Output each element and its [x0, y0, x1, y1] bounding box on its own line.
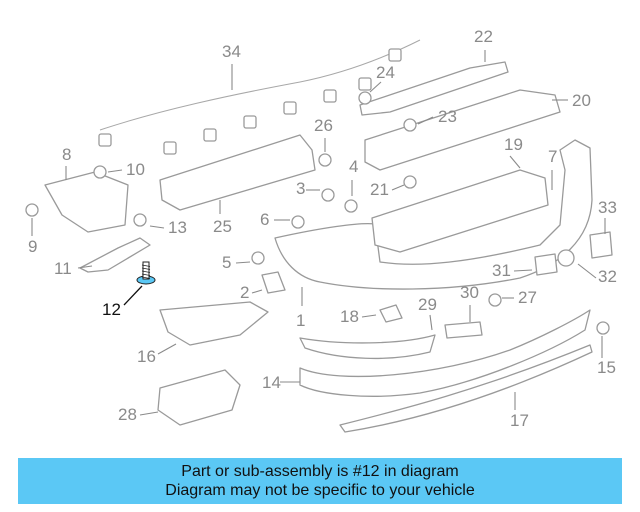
- harness-connector: [323, 89, 337, 103]
- fastener: [291, 215, 305, 229]
- leader-line-19: [509, 155, 521, 169]
- callout-29: 29: [418, 295, 437, 314]
- fastener: [25, 203, 39, 217]
- callout-12: 12: [102, 300, 121, 319]
- callout-33: 33: [598, 198, 617, 217]
- leader-line-31: [513, 269, 533, 272]
- harness-connector: [283, 101, 297, 115]
- harness-connector: [358, 77, 372, 91]
- callout-16: 16: [137, 347, 156, 366]
- callout-2: 2: [240, 283, 249, 302]
- fastener: [321, 188, 335, 202]
- impact-absorber: [371, 169, 549, 253]
- fastener: [403, 118, 417, 132]
- callout-9: 9: [28, 237, 37, 256]
- leader-line-28: [139, 411, 159, 416]
- harness-connector: [163, 141, 177, 155]
- leader-line-2: [251, 289, 263, 294]
- fastener: [318, 153, 332, 167]
- callout-25: 25: [213, 217, 232, 236]
- wiring-harness: [99, 39, 421, 131]
- callout-8: 8: [62, 145, 71, 164]
- lower-grille-left: [159, 301, 269, 346]
- callout-20: 20: [572, 91, 591, 110]
- leader-line-24: [369, 81, 382, 93]
- leader-line-5: [235, 261, 251, 264]
- bracket-33: [589, 231, 613, 259]
- harness-connector: [98, 133, 112, 147]
- callout-1: 1: [296, 311, 305, 330]
- grille-insert: [299, 334, 436, 360]
- leader-line-23: [417, 116, 434, 125]
- fastener: [596, 321, 610, 335]
- callout-15: 15: [597, 358, 616, 377]
- callout-4: 4: [349, 157, 358, 176]
- fastener: [488, 293, 502, 307]
- callout-24: 24: [376, 63, 395, 82]
- leader-line-32: [577, 263, 597, 279]
- parts-diagram: 1234567891011121314151617181920212223242…: [25, 27, 617, 433]
- fastener: [344, 199, 358, 213]
- callout-23: 23: [438, 107, 457, 126]
- banner-line-1: Part or sub-assembly is #12 in diagram: [181, 463, 459, 480]
- fastener: [93, 165, 107, 179]
- leader-line-21: [391, 184, 405, 191]
- lamp-18: [379, 304, 403, 323]
- callout-labels: 1234567891011121314151617181920212223242…: [28, 27, 617, 430]
- fastener: [403, 175, 417, 189]
- sensor-ring-32: [557, 249, 575, 267]
- bumper-reinforcement: [364, 89, 561, 171]
- upper-bracket: [359, 61, 509, 116]
- harness-connector: [388, 48, 402, 62]
- callout-17: 17: [510, 411, 529, 430]
- callout-30: 30: [460, 283, 479, 302]
- fastener: [251, 251, 265, 265]
- leader-line-16: [157, 343, 177, 355]
- callout-5: 5: [222, 253, 231, 272]
- callout-6: 6: [260, 210, 269, 229]
- callout-31: 31: [492, 261, 511, 280]
- harness-connector: [203, 128, 217, 142]
- harness-connector: [243, 115, 257, 129]
- fastener: [133, 213, 147, 227]
- leader-line-18: [361, 314, 377, 318]
- lower-absorber: [159, 134, 316, 211]
- callout-10: 10: [126, 160, 145, 179]
- leader-line-12: [123, 285, 143, 306]
- callout-22: 22: [474, 27, 493, 46]
- callout-18: 18: [340, 307, 359, 326]
- diffuser-trim: [339, 344, 593, 433]
- leader-lines: [31, 50, 606, 416]
- highlighted-part-12: [136, 261, 156, 285]
- reflector-30: [444, 321, 483, 339]
- retainer-bracket: [79, 237, 151, 273]
- side-bracket: [44, 171, 129, 233]
- sensor-31: [534, 253, 558, 276]
- leader-line-10: [107, 169, 123, 173]
- callout-26: 26: [314, 116, 333, 135]
- callout-14: 14: [262, 373, 281, 392]
- callout-11: 11: [54, 259, 72, 278]
- callout-34: 34: [222, 42, 241, 61]
- leader-line-11: [77, 265, 93, 269]
- callout-28: 28: [118, 405, 137, 424]
- leader-line-29: [429, 314, 433, 331]
- callout-19: 19: [504, 135, 523, 154]
- info-banner: Part or sub-assembly is #12 in diagram D…: [18, 458, 622, 504]
- bracket-2: [261, 271, 286, 294]
- part-illustrations: [25, 39, 613, 433]
- callout-27: 27: [518, 288, 537, 307]
- banner-line-2: Diagram may not be specific to your vehi…: [165, 482, 475, 499]
- callout-21: 21: [370, 180, 389, 199]
- leader-line-13: [149, 225, 165, 229]
- lower-valance: [299, 309, 591, 397]
- callout-32: 32: [598, 267, 617, 286]
- callout-13: 13: [168, 218, 187, 237]
- callout-3: 3: [296, 179, 305, 198]
- callout-7: 7: [548, 147, 557, 166]
- fastener: [358, 91, 372, 105]
- bracket-28: [157, 369, 241, 426]
